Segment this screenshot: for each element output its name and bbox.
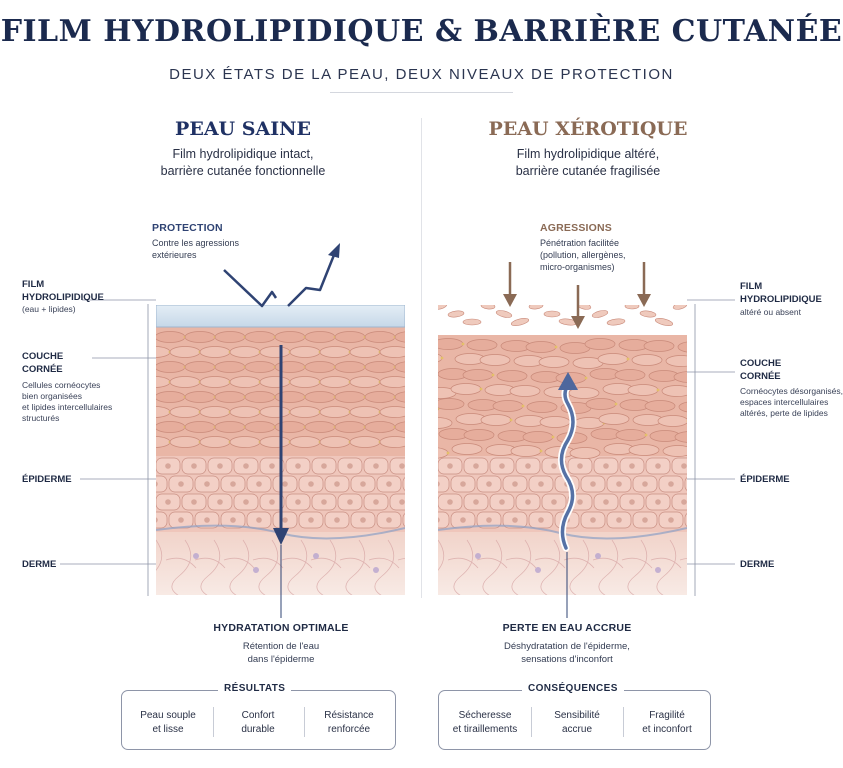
page-title: FILM HYDROLIPIDIQUE & BARRIÈRE CUTANÉE — [0, 14, 843, 49]
healthy-skin-subtitle-1: Film hydrolipidique intact, — [172, 147, 314, 161]
protection-heading: PROTECTION — [152, 222, 223, 234]
label-film-left-1: FILM — [22, 279, 45, 290]
xerotic-skin-subtitle-2: barrière cutanée fragilisée — [515, 164, 661, 178]
water-loss-heading: PERTE EN EAU ACCRUE — [502, 622, 632, 634]
result-item: Résistance renforcée — [308, 709, 390, 737]
left-leader-lines — [60, 299, 156, 596]
protection-text-1: Contre les agressions — [152, 238, 240, 248]
label-derme-right: DERME — [740, 559, 775, 570]
center-divider — [421, 118, 422, 598]
consequence-item-line1: Sensibilité — [554, 710, 600, 721]
label-couche-right-text-2: espaces intercellulaires — [740, 397, 829, 407]
label-couche-left-text-1: Cellules cornéocytes — [22, 380, 101, 390]
label-film-right-text: altéré ou absent — [740, 307, 801, 317]
results-box: RÉSULTATS Peau souple et lisse Confort d… — [121, 683, 396, 750]
healthy-skin-title: PEAU SAINE — [175, 118, 311, 140]
water-loss-text-1: Déshydratation de l'épiderme, — [504, 641, 630, 652]
consequence-item-line2: et inconfort — [642, 724, 692, 735]
label-film-right-2: HYDROLIPIDIQUE — [740, 294, 822, 305]
result-item-line1: Peau souple — [140, 710, 196, 721]
water-loss-text-2: sensations d'inconfort — [521, 654, 613, 665]
result-item-line2: durable — [241, 724, 275, 735]
agressions-heading: AGRESSIONS — [540, 222, 613, 234]
hydration-text-2: dans l'épiderme — [247, 654, 315, 665]
agressions-text-1: Pénétration facilitée — [540, 238, 620, 248]
results-divider — [213, 707, 214, 737]
healthy-film-layer — [156, 305, 405, 328]
result-item: Confort durable — [218, 709, 298, 737]
label-epiderme-right: ÉPIDERME — [740, 474, 790, 485]
consequence-item-line1: Sécheresse — [458, 710, 512, 721]
protection-arrow — [223, 249, 338, 308]
consequence-item-line2: accrue — [561, 724, 592, 735]
label-epiderme-left: ÉPIDERME — [22, 474, 72, 485]
result-item-line1: Confort — [241, 710, 275, 721]
xerotic-skin-subtitle-1: Film hydrolipidique altéré, — [516, 147, 660, 161]
label-derme-left: DERME — [22, 559, 57, 570]
label-couche-left-text-4: structurés — [22, 413, 60, 423]
label-couche-right-2: CORNÉE — [740, 371, 781, 382]
aggression-arrows — [503, 262, 651, 329]
consequence-item: Sensibilité accrue — [535, 709, 619, 737]
label-film-right-1: FILM — [740, 281, 763, 292]
label-film-left-2: HYDROLIPIDIQUE — [22, 292, 104, 303]
consequence-item: Fragilité et inconfort — [627, 709, 707, 737]
page-subtitle: DEUX ÉTATS DE LA PEAU, DEUX NIVEAUX DE P… — [169, 66, 674, 83]
results-label: RÉSULTATS — [218, 683, 292, 694]
result-item-line2: renforcée — [327, 724, 371, 735]
right-leader-lines — [687, 299, 735, 596]
healthy-skin-subtitle-2: barrière cutanée fonctionnelle — [160, 164, 326, 178]
xerotic-skin-title: PEAU XÉROTIQUE — [488, 118, 688, 140]
result-item: Peau souple et lisse — [128, 709, 208, 737]
label-couche-left-1: COUCHE — [22, 351, 64, 362]
consequences-divider — [623, 707, 624, 737]
consequence-item: Sécheresse et tiraillements — [443, 709, 527, 737]
agressions-text-3: micro-organismes) — [540, 262, 615, 272]
label-couche-right-text-3: altérés, perte de lipides — [740, 408, 828, 418]
consequences-box: CONSÉQUENCES Sécheresse et tiraillements… — [438, 683, 711, 750]
label-couche-right-1: COUCHE — [740, 358, 782, 369]
results-divider — [304, 707, 305, 737]
consequences-divider — [531, 707, 532, 737]
healthy-skin-illustration — [156, 305, 405, 595]
hydration-heading: HYDRATATION OPTIMALE — [213, 622, 349, 634]
result-item-line2: et lisse — [152, 724, 184, 735]
agressions-text-2: (pollution, allergènes, — [540, 250, 626, 260]
label-couche-left-text-2: bien organisées — [22, 391, 83, 401]
protection-text-2: extérieures — [152, 250, 197, 260]
consequence-item-line1: Fragilité — [649, 710, 685, 721]
label-couche-right-text-1: Cornéocytes désorganisés, — [740, 386, 843, 396]
label-couche-left-2: CORNÉE — [22, 364, 63, 375]
hydration-text-1: Rétention de l'eau — [242, 641, 320, 652]
label-couche-left-text-3: et lipides intercellulaires — [22, 402, 113, 412]
consequences-label: CONSÉQUENCES — [522, 683, 624, 694]
header-divider — [330, 92, 513, 93]
consequence-item-line2: et tiraillements — [452, 724, 518, 735]
label-film-left-text: (eau + lipides) — [22, 304, 76, 314]
result-item-line1: Résistance — [324, 710, 374, 721]
